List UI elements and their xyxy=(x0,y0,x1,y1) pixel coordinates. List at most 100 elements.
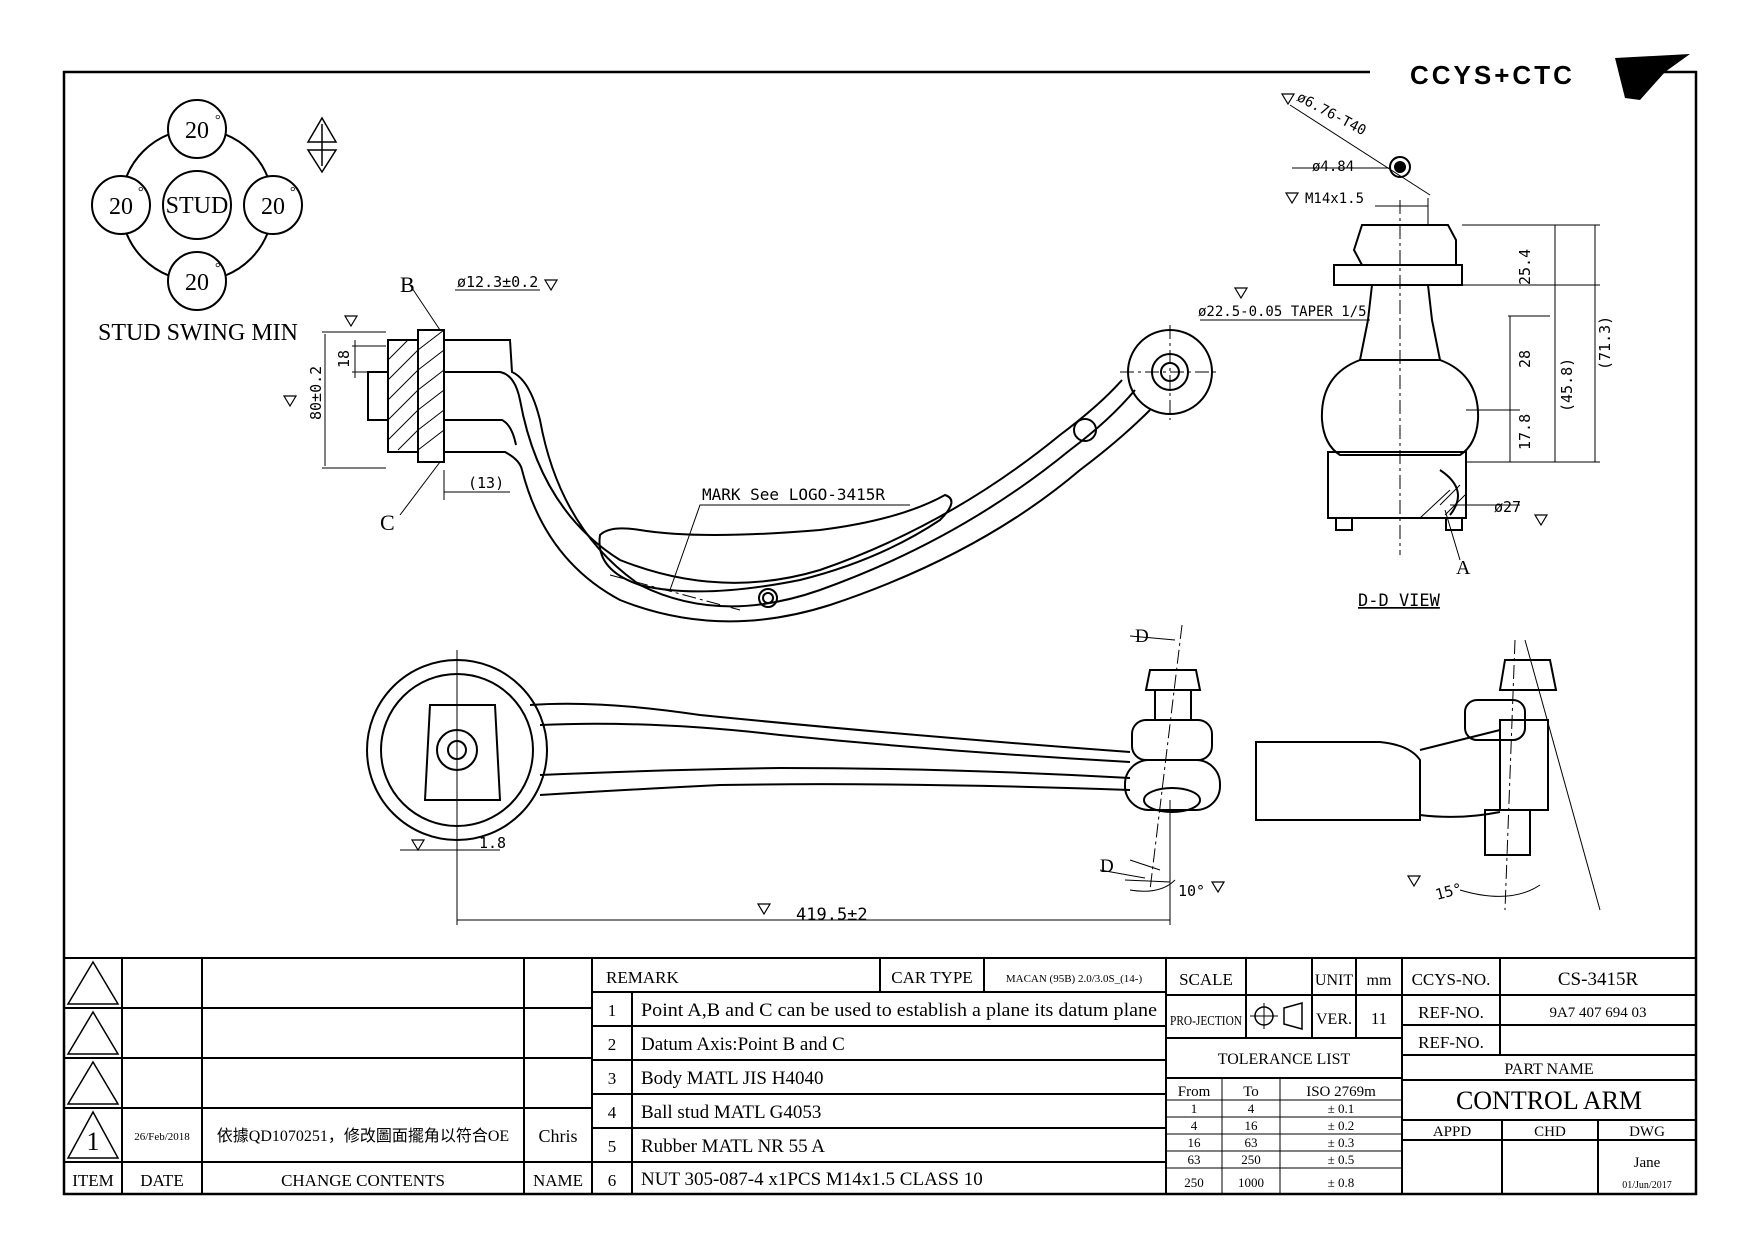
ver-value: 11 xyxy=(1371,1009,1387,1028)
tol-from: 4 xyxy=(1191,1118,1198,1133)
angle-bottom: 20 xyxy=(185,270,209,296)
datum-triangle-icon xyxy=(1233,287,1249,300)
tolerance-title: TOLERANCE LIST xyxy=(1218,1051,1351,1068)
ver-label: VER. xyxy=(1316,1011,1352,1028)
datum-triangle-icon xyxy=(1533,514,1549,527)
datum-triangle-icon xyxy=(756,903,772,916)
dim-17-8: 17.8 xyxy=(1516,414,1534,450)
hex-socket-top xyxy=(1389,156,1411,178)
arm-pocket xyxy=(598,493,953,593)
title-block-grid xyxy=(64,957,1696,1194)
datum-triangle-icon xyxy=(1406,875,1422,888)
header-name: NAME xyxy=(533,1171,583,1190)
mark-leader xyxy=(669,504,910,591)
remark-no-3: 3 xyxy=(608,1069,617,1088)
ref-no: 9A7 407 694 03 xyxy=(1549,1005,1646,1021)
dim-25-4: 25.4 xyxy=(1516,249,1534,285)
tol-from: 63 xyxy=(1188,1152,1201,1167)
remark-text-4: Ball stud MATL G4053 xyxy=(641,1102,821,1123)
remark-text-1: Point A,B and C can be used to establish… xyxy=(641,1000,1157,1021)
control-arm-bottom-view xyxy=(366,624,1601,911)
tol-value: ± 0.1 xyxy=(1328,1101,1355,1116)
angle-bottom-circle xyxy=(167,251,227,311)
tol-header-from: From xyxy=(1178,1084,1211,1100)
stud-circle xyxy=(162,170,232,240)
deg-left: ° xyxy=(138,185,144,200)
tolerance-rows: 1 4 ± 0.1 4 16 ± 0.2 16 63 ± 0.3 63 250 … xyxy=(1184,1101,1354,1190)
unit-value: mm xyxy=(1367,972,1392,989)
label-d-bottom: D xyxy=(1100,856,1114,877)
arm-inner-edge xyxy=(444,371,1123,584)
dim-bore-dia: ø12.3±0.2 xyxy=(457,273,538,291)
angle-15: 15° xyxy=(1433,879,1464,903)
stud-swing-diagram xyxy=(91,99,303,311)
remark-text-5: Rubber MATL NR 55 A xyxy=(641,1136,825,1157)
stud-swing-title: STUD SWING MIN xyxy=(98,320,298,346)
direction-arrows-icon xyxy=(306,116,338,174)
appd-label: APPD xyxy=(1433,1124,1472,1140)
ball-joint-boot xyxy=(1131,719,1213,761)
tol-from: 1 xyxy=(1191,1101,1198,1116)
rev-triangle-icon xyxy=(66,960,120,1005)
header-item: ITEM xyxy=(72,1171,114,1190)
logo-text: CCYS+CTC xyxy=(1410,60,1575,90)
rev-triangle-icon xyxy=(66,1060,120,1105)
nut-flange xyxy=(1333,264,1463,286)
tol-value: ± 0.3 xyxy=(1328,1135,1355,1150)
datum-triangle-icon xyxy=(1280,93,1296,106)
dim-45-8: (45.8) xyxy=(1558,358,1576,412)
dwg-name: Jane xyxy=(1634,1155,1661,1171)
arm-hole-upper xyxy=(1073,418,1097,442)
arm-end-side xyxy=(1255,741,1421,821)
angle-10: 10° xyxy=(1178,882,1205,900)
dim-13: (13) xyxy=(468,474,504,492)
thread-size: M14x1.5 xyxy=(1305,191,1364,207)
angle-right-circle xyxy=(243,175,303,235)
datum-triangle-icon xyxy=(343,315,359,328)
arm-lower-edge xyxy=(444,409,1151,623)
bushing-core xyxy=(423,704,502,801)
car-type-label: CAR TYPE xyxy=(891,968,972,987)
remark-no-6: 6 xyxy=(608,1171,617,1190)
tol-value: ± 0.5 xyxy=(1328,1152,1355,1167)
car-type: MACAN (95B) 2.0/3.0S_(14-) xyxy=(1006,973,1143,985)
tol-header-to: To xyxy=(1243,1084,1259,1100)
company-logo: CCYS+CTC xyxy=(1370,54,1690,100)
ref-no2-label: REF-NO. xyxy=(1418,1033,1484,1052)
arm-hole-lower-inner xyxy=(762,592,774,604)
angle-left: 20 xyxy=(109,194,133,220)
rev-triangle-icon xyxy=(66,1010,120,1055)
control-arm-side-view xyxy=(367,325,1220,623)
sheet-border xyxy=(62,70,1698,1196)
remark-text-3: Body MATL JIS H4040 xyxy=(641,1068,823,1089)
stud-shank xyxy=(1154,689,1192,721)
stud-label: STUD xyxy=(166,193,229,219)
rev-name: Chris xyxy=(538,1126,577,1146)
remark-no-2: 2 xyxy=(608,1035,617,1054)
dim-length: 419.5±2 xyxy=(796,905,868,925)
datum-triangle-icon xyxy=(1210,881,1226,894)
stud-nut xyxy=(1144,669,1202,691)
dd-view-dimensions xyxy=(1200,167,1600,561)
tol-value: ± 0.2 xyxy=(1328,1118,1355,1133)
label-b: B xyxy=(400,272,415,297)
angle-left-circle xyxy=(91,175,151,235)
ball-joint-housing xyxy=(1124,759,1221,811)
nut xyxy=(1352,224,1457,266)
dim-27: ø27 xyxy=(1494,498,1521,516)
header-date: DATE xyxy=(140,1171,183,1190)
datum-triangle-icon xyxy=(410,839,426,852)
dim-484: ø4.84 xyxy=(1312,159,1354,175)
projection-label: PRO-JECTION xyxy=(1170,1014,1242,1029)
tol-to: 4 xyxy=(1248,1101,1255,1116)
arm-inner-lower xyxy=(444,419,517,446)
dim-71-3: (71.3) xyxy=(1596,316,1614,370)
remark-text-2: Datum Axis:Point B and C xyxy=(641,1034,845,1055)
rev-triangle-icon xyxy=(66,1110,120,1159)
label-c: C xyxy=(380,510,395,535)
tol-from: 16 xyxy=(1188,1135,1202,1150)
scale-label: SCALE xyxy=(1179,970,1233,989)
dd-view-title: D-D VIEW xyxy=(1358,591,1441,611)
stud-taper xyxy=(1358,284,1442,361)
